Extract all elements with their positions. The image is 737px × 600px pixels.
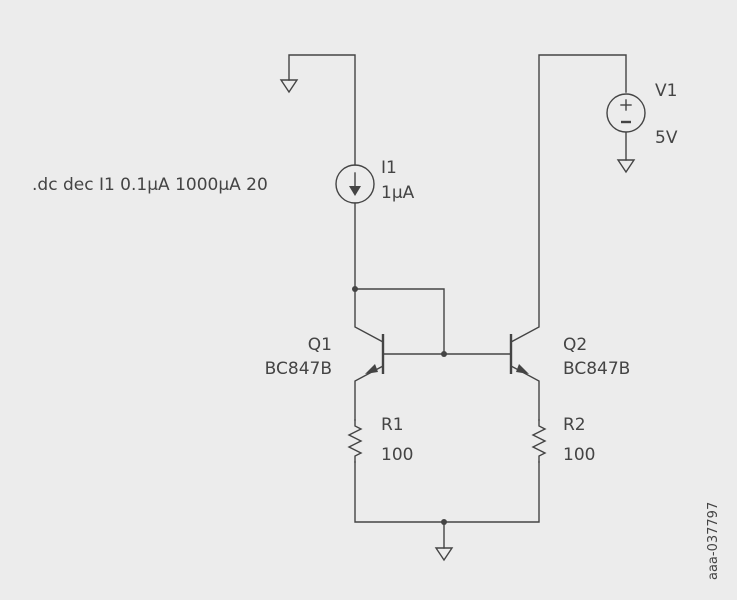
v1-name-label: V1 xyxy=(655,81,677,101)
q1-value-label: BC847B xyxy=(265,359,332,379)
voltage-source-circle xyxy=(606,93,646,133)
voltage-source-v1 xyxy=(606,93,646,133)
junction-dot xyxy=(441,519,447,525)
ground-symbol xyxy=(434,547,454,562)
wire-r1-bottom xyxy=(354,461,540,523)
wire-diode-link xyxy=(354,288,445,355)
q1-emitter-arrow-icon xyxy=(365,364,378,374)
wire-q2-collector xyxy=(510,54,627,343)
junction-dot xyxy=(441,351,447,357)
spice-directive-text: .dc dec I1 0.1µA 1000µA 20 xyxy=(32,175,268,195)
i1-name-label: I1 xyxy=(381,158,397,178)
q2-name-label: Q2 xyxy=(563,335,587,355)
q2-emitter-arrow-icon xyxy=(516,364,529,374)
ground-symbol xyxy=(616,159,636,174)
junction-dot xyxy=(352,286,358,292)
r1-value-label: 100 xyxy=(381,445,413,465)
v1-value-label: 5V xyxy=(655,128,678,148)
q2-value-label: BC847B xyxy=(563,359,630,379)
transistor-q2 xyxy=(509,334,529,374)
i1-value-label: 1µA xyxy=(381,183,415,203)
current-source-i1 xyxy=(335,164,375,204)
wire-q2-emitter xyxy=(510,365,540,421)
resistor-r2-zigzag xyxy=(531,419,547,463)
r2-value-label: 100 xyxy=(563,445,595,465)
r1-name-label: R1 xyxy=(381,415,404,435)
transistor-q1 xyxy=(365,334,385,374)
wire-i1-top xyxy=(288,54,356,166)
ground-symbol xyxy=(279,79,299,94)
wire-q1-collector xyxy=(354,288,384,343)
q1-name-label: Q1 xyxy=(308,335,332,355)
current-source-circle xyxy=(335,164,375,204)
wires xyxy=(288,54,627,549)
current-arrow-icon xyxy=(349,186,361,196)
r2-name-label: R2 xyxy=(563,415,586,435)
document-id-label: aaa-037797 xyxy=(706,502,721,580)
resistor-r1-zigzag xyxy=(347,419,363,463)
wire-q1-emitter xyxy=(354,365,384,421)
